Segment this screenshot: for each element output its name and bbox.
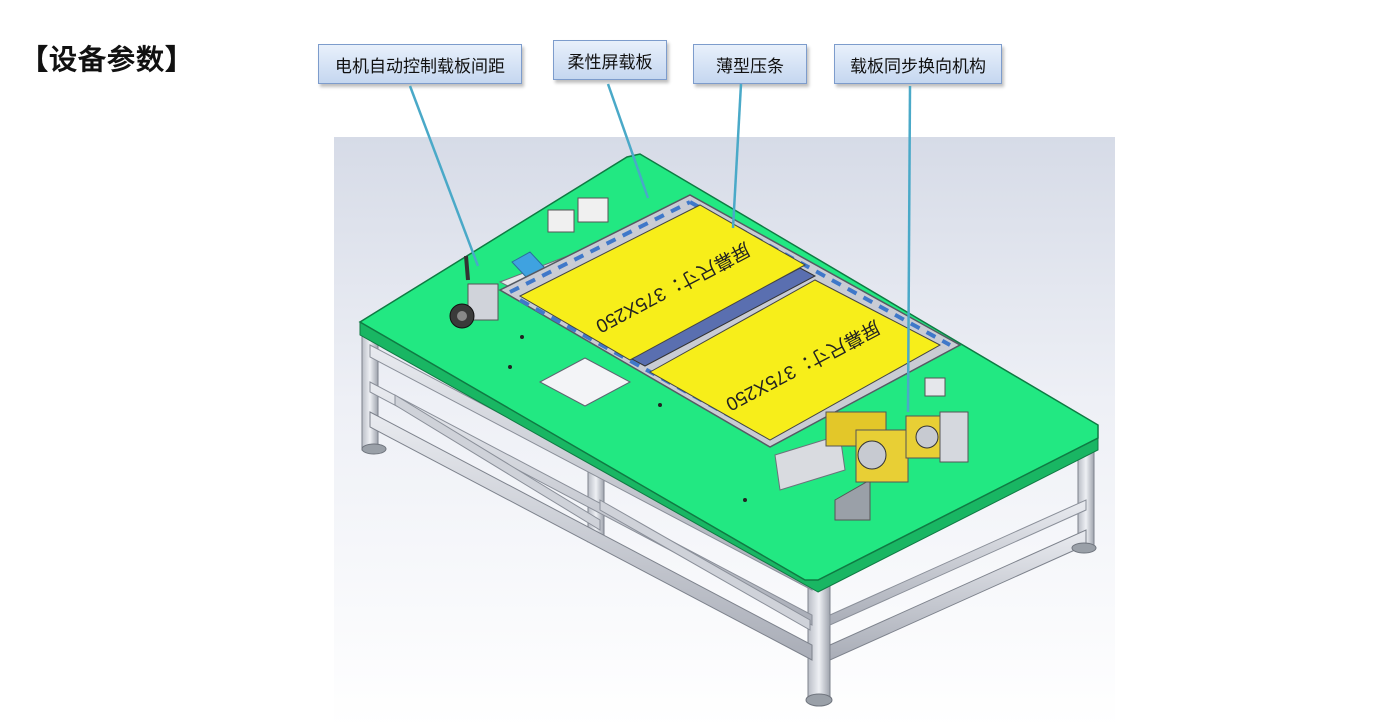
callout-label: 薄型压条 [716, 56, 784, 77]
screen-panel-1 [518, 204, 807, 361]
motor-handwheel-assembly [449, 197, 609, 329]
sync-reversing-mechanism [825, 377, 969, 521]
callout-label: 电机自动控制载板间距 [335, 56, 505, 77]
callout-thin-pressing-strip: 薄型压条 [693, 44, 807, 84]
callout-leaders [408, 83, 912, 413]
leader-carrier [606, 83, 650, 199]
page-title: 【设备参数】 [20, 43, 195, 76]
callout-label: 载板同步换向机构 [850, 56, 986, 77]
callout-label: 柔性屏载板 [567, 52, 653, 73]
leader-motor-spacing [408, 85, 480, 267]
callout-motor-spacing-control: 电机自动控制载板间距 [318, 44, 522, 84]
aluminium-frame [361, 329, 1097, 707]
callout-flexible-screen-carrier: 柔性屏载板 [553, 40, 667, 80]
callout-carrier-sync-reversing: 载板同步换向机构 [834, 44, 1002, 84]
leader-pressing-strip [731, 83, 743, 229]
flexible-screen-carrier: 屏幕尺寸：375X250 屏幕尺寸：375X250 [498, 194, 962, 448]
screen-panel-2 [648, 279, 942, 441]
leader-sync-reversing [906, 85, 912, 413]
